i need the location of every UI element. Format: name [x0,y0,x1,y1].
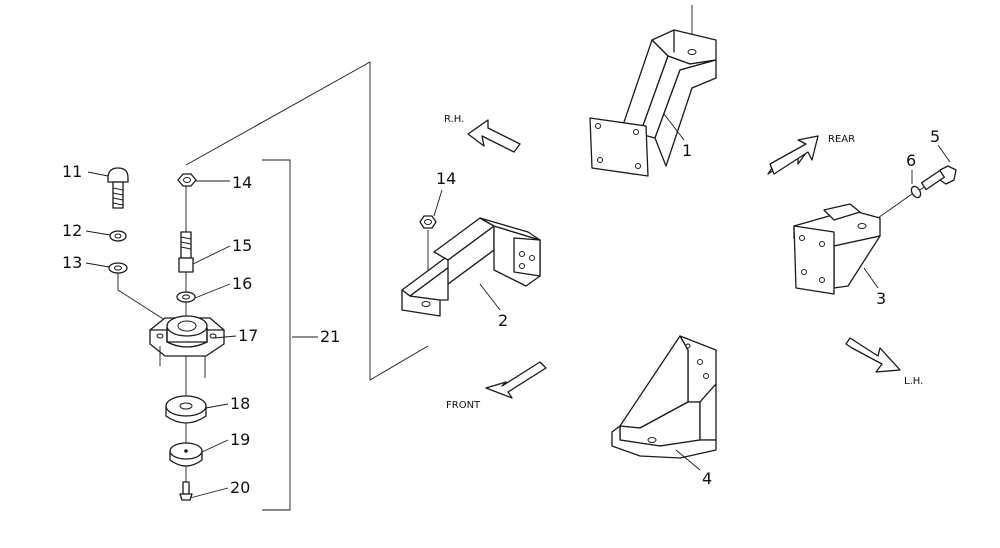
label-6: 6 [906,151,916,170]
pad-18 [165,395,207,424]
pad-19 [169,442,203,467]
label-1: 1 [682,141,692,160]
part-number-labels: 11 12 13 14 15 16 17 18 19 20 21 14 2 1 … [62,127,940,497]
arrow-lh [845,337,901,373]
direction-labels: R.H. REAR FRONT L.H. [444,114,923,411]
label-front: FRONT [446,400,481,411]
washer-13 [108,262,128,274]
label-rh: R.H. [444,114,464,125]
lock-washer-12 [109,230,127,242]
arrow-rh [467,119,521,153]
bolt-5 [920,165,957,191]
label-14-middle: 14 [436,169,456,188]
arrow-rear [767,135,819,175]
label-2: 2 [498,311,508,330]
connector-lines [117,5,947,511]
label-5: 5 [930,127,940,146]
label-11: 11 [62,162,82,181]
label-21: 21 [320,327,340,346]
label-4: 4 [702,469,712,488]
mount-17 [149,315,225,378]
stud-15 [178,231,194,273]
label-18: 18 [230,394,250,413]
screw-20 [179,481,193,501]
bracket-4 [611,335,717,459]
label-17: 17 [238,326,258,345]
label-13: 13 [62,253,82,272]
nut-14-left [177,173,197,187]
bracket-2 [401,215,541,317]
bolt-11 [107,167,129,209]
label-16: 16 [232,274,252,293]
label-20: 20 [230,478,250,497]
label-15: 15 [232,236,252,255]
bracket-1 [589,29,717,177]
label-14-left: 14 [232,173,252,192]
label-3: 3 [876,289,886,308]
label-rear: REAR [828,134,855,145]
bracket-3 [793,165,957,295]
washer-6 [910,185,922,199]
label-lh: L.H. [904,376,923,387]
leader-lines [85,113,951,499]
arrow-front [485,361,547,399]
label-19: 19 [230,430,250,449]
washer-16 [176,291,196,303]
label-12: 12 [62,221,82,240]
